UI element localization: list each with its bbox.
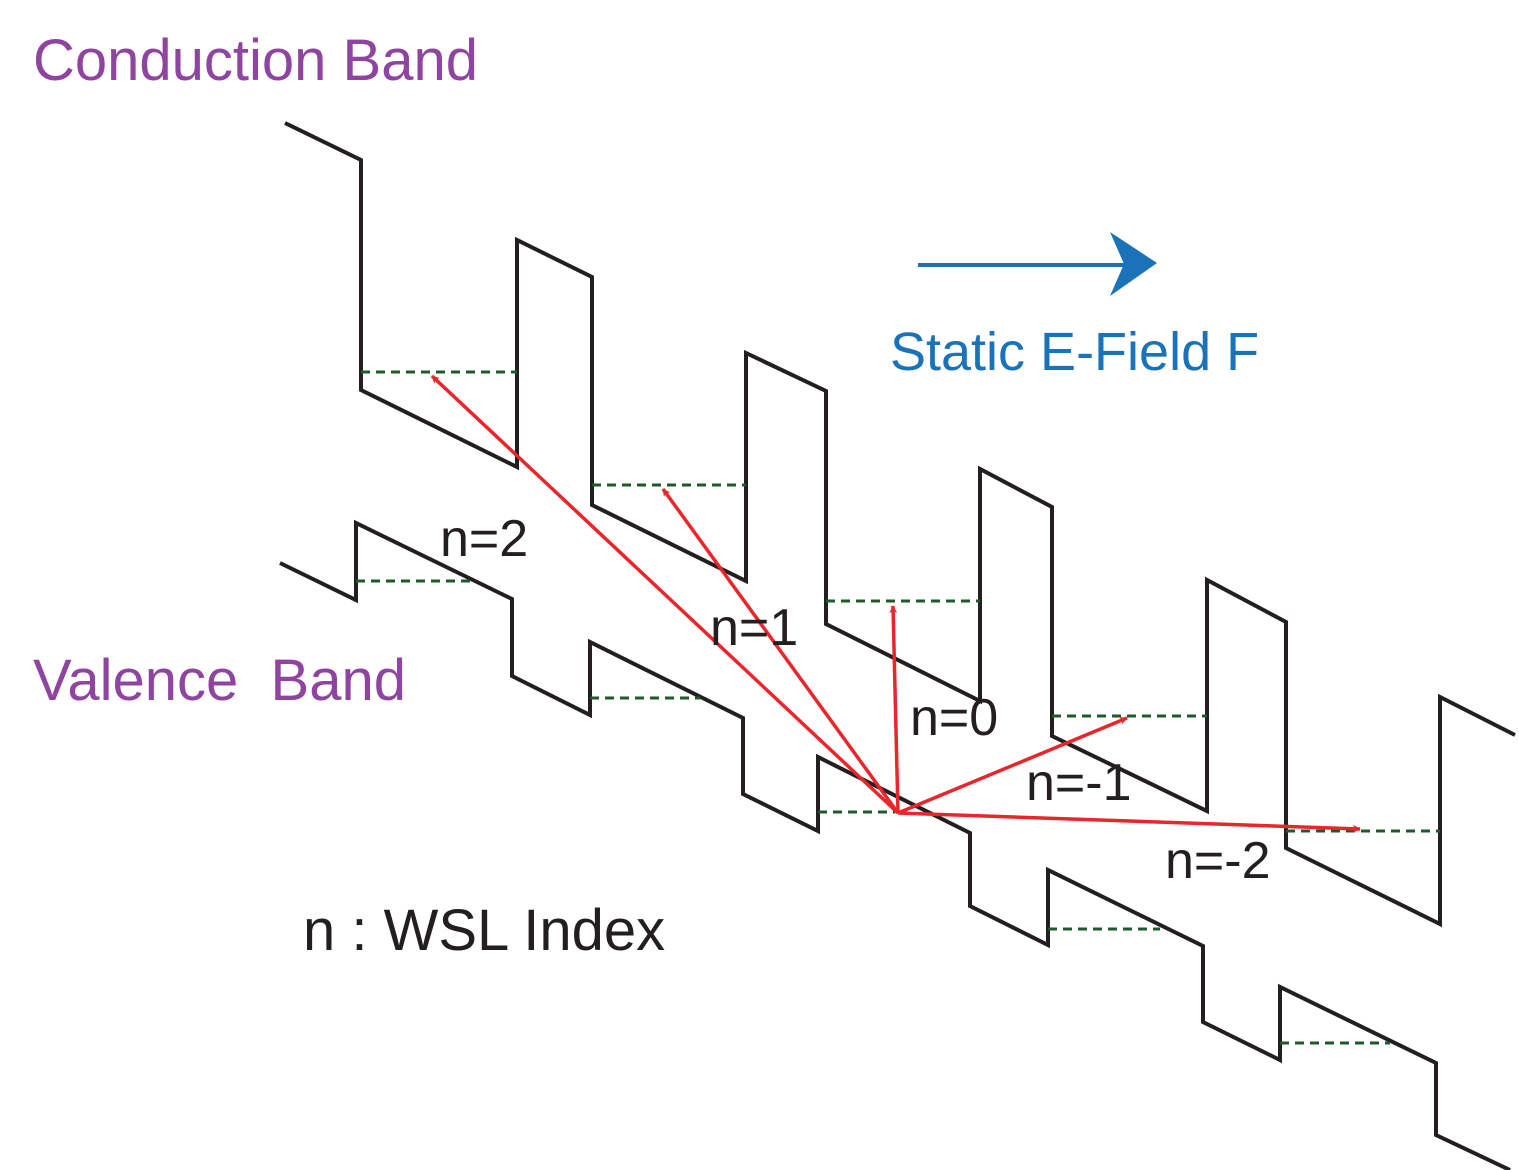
label-n2: n=2 [440,510,528,568]
label-n-minus2: n=-2 [1165,832,1271,890]
conduction-levels [361,370,1440,833]
arrow-n0 [889,605,900,814]
arrow-n2 [430,374,900,815]
label-n0: n=0 [910,689,998,747]
conduction-band-label: Conduction Band [33,28,478,93]
arrow-n-minus1 [897,716,1128,815]
e-field-arrow [918,232,1157,296]
arrow-n-minus2 [897,811,1361,833]
e-field-label: Static E-Field F [890,322,1259,382]
valence-band-profile [279,519,1511,1170]
valence-band-label: Valence Band [33,648,406,713]
label-n-minus1: n=-1 [1026,754,1132,812]
wsl-index-note: n : WSL Index [303,898,665,963]
transition-arrows [430,374,1361,833]
valence-levels [356,579,1390,1045]
label-n1: n=1 [710,599,798,657]
arrow-n1 [661,487,900,815]
conduction-band-profile [284,121,1516,928]
